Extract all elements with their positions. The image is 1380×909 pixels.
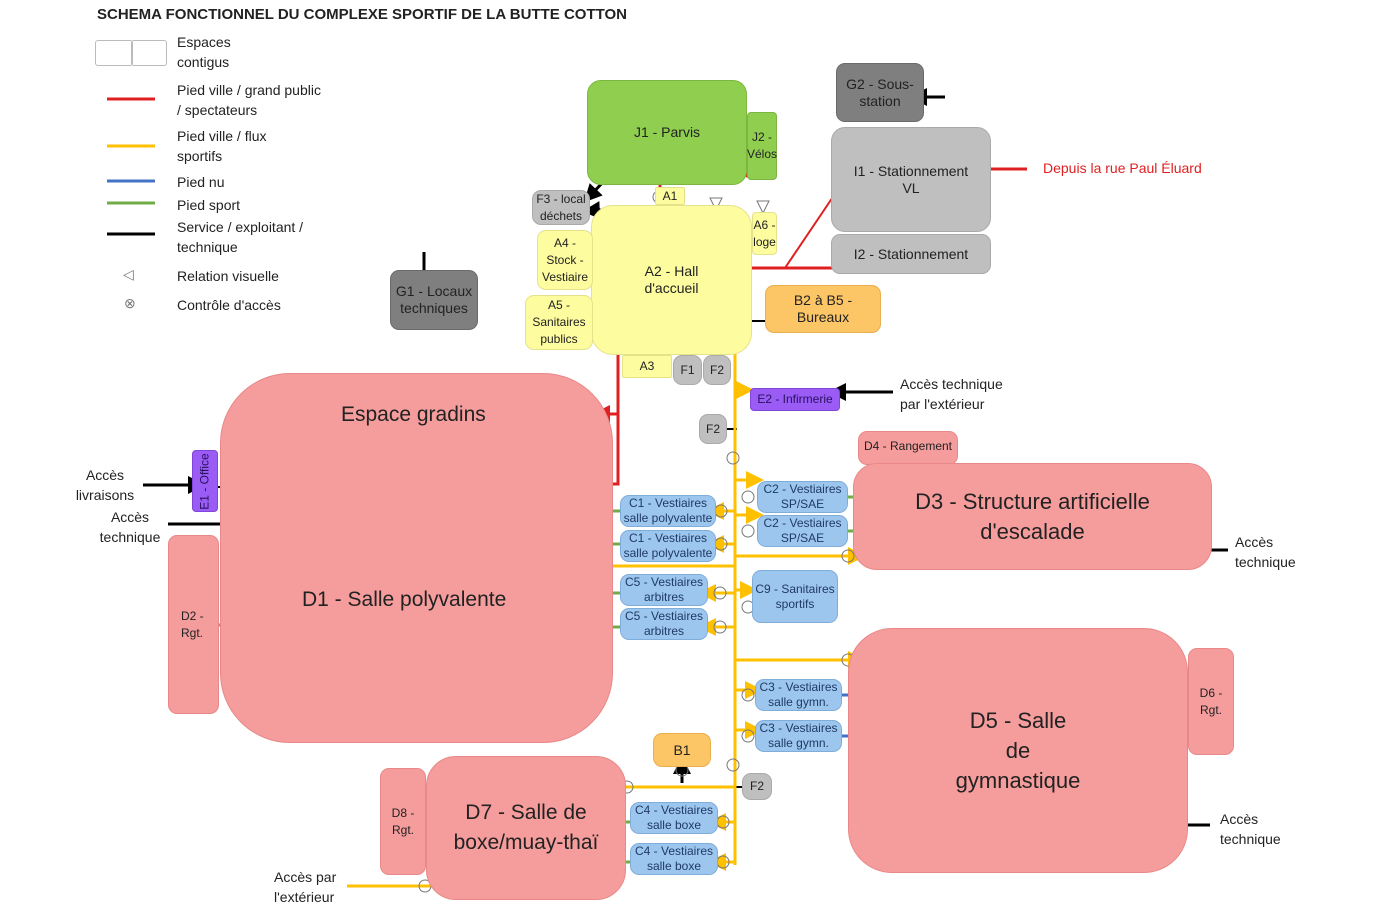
access-control-icon — [726, 758, 740, 772]
visual-relation-icon — [709, 197, 723, 212]
room-c4: C4 - Vestiaires salle boxe — [630, 802, 718, 834]
room-e1-label: E1 - Office — [197, 452, 212, 510]
room-d1-label: D1 - Salle polyvalente — [302, 588, 507, 611]
room-e1: E1 - Office — [192, 450, 218, 512]
room-c1: C1 - Vestiaires salle polyvalente — [620, 530, 716, 562]
room-c5: C5 - Vestiaires arbitres — [620, 608, 708, 640]
room-a6: A6 - loge — [752, 212, 777, 255]
room-d3: D3 - Structure artificielle d'escalade — [853, 463, 1212, 570]
room-g1: G1 - Locaux techniques — [390, 270, 478, 330]
room-d5: D5 - Salle de gymnastique — [848, 628, 1188, 873]
room-b2-b5: B2 à B5 - Bureaux — [765, 285, 881, 333]
room-a1: A1 — [655, 187, 685, 205]
legend-red: Pied ville / grand public / spectateurs — [177, 82, 321, 118]
room-i1: I1 - Stationnement VL — [831, 127, 991, 232]
legend-blue: Pied nu — [177, 174, 225, 190]
room-c3: C3 - Vestiaires salle gymn. — [755, 679, 842, 711]
room-d6: D6 - Rgt. — [1188, 648, 1234, 755]
room-a2: A2 - Hall d'accueil — [591, 205, 752, 355]
room-j2: J2 - Vélos — [747, 112, 777, 180]
annotation-acces-technique: Accès technique — [1235, 534, 1296, 570]
room-c2: C2 - Vestiaires SP/SAE — [757, 481, 848, 513]
room-c9: C9 - Sanitaires sportifs — [752, 570, 838, 623]
room-c1: C1 - Vestiaires salle polyvalente — [620, 495, 716, 527]
room-c3: C3 - Vestiaires salle gymn. — [755, 720, 842, 752]
room-d2: D2 - Rgt. — [168, 535, 219, 714]
room-f2: F2 — [742, 773, 772, 800]
legend-yellow: Pied ville / flux sportifs — [177, 128, 267, 164]
room-b1: B1 — [653, 733, 711, 767]
annotation-acces-exterieur: Accès par l'extérieur — [274, 869, 337, 905]
legend-control: Contrôle d'accès — [177, 297, 281, 313]
room-c5: C5 - Vestiaires arbitres — [620, 574, 708, 606]
access-control-icon — [713, 586, 727, 600]
room-j1: J1 - Parvis — [587, 80, 747, 185]
access-control-icon — [713, 620, 727, 634]
room-d7: D7 - Salle de boxe/muay-thaï — [426, 756, 626, 900]
visual-relation-icon: ◁ — [123, 266, 134, 282]
room-f3: F3 - local déchets — [532, 190, 590, 225]
room-a4: A4 - Stock - Vestiaire — [537, 230, 593, 290]
legend-visual: Relation visuelle — [177, 268, 279, 284]
annotation-acces-tech-ext: Accès technique par l'extérieur — [900, 376, 1003, 412]
room-a5: A5 - Sanitaires publics — [525, 295, 593, 350]
access-control-icon — [741, 524, 755, 538]
room-d1 — [220, 373, 613, 743]
room-d8: D8 - Rgt. — [380, 768, 426, 875]
annotation-rue: Depuis la rue Paul Éluard — [1043, 160, 1202, 176]
diagram-title: SCHEMA FONCTIONNEL DU COMPLEXE SPORTIF D… — [97, 6, 628, 23]
room-c2: C2 - Vestiaires SP/SAE — [757, 515, 848, 547]
annotation-acces-technique: Accès technique — [99, 509, 161, 545]
access-control-icon — [741, 688, 755, 702]
room-a3: A3 — [622, 355, 672, 378]
room-d4: D4 - Rangement — [858, 431, 958, 465]
legend-contigus-swatch — [131, 40, 167, 66]
room-e2: E2 - Infirmerie — [750, 388, 840, 411]
room-f1: F1 — [673, 355, 702, 385]
room-c4: C4 - Vestiaires salle boxe — [630, 843, 718, 875]
room-d1-gradins: Espace gradins — [341, 403, 486, 426]
annotation-acces-technique: Accès technique — [1220, 811, 1281, 847]
access-control-icon — [726, 451, 740, 465]
access-control-icon — [741, 490, 755, 504]
annotation-acces-livraisons: Accès livraisons — [75, 467, 135, 503]
legend-contigus-swatch — [95, 40, 133, 66]
room-f2: F2 — [699, 414, 727, 444]
visual-relation-icon — [756, 200, 770, 215]
room-g2: G2 - Sous-station — [836, 63, 924, 122]
room-i2: I2 - Stationnement — [831, 234, 991, 274]
legend-black: Service / exploitant / technique — [177, 219, 304, 255]
legend-green: Pied sport — [177, 197, 241, 213]
legend-contigus: Espaces contigus — [177, 34, 231, 70]
room-f2: F2 — [703, 355, 731, 385]
access-control-icon — [741, 729, 755, 743]
access-control-icon — [841, 549, 855, 563]
access-control-icon: ⊗ — [124, 295, 136, 311]
